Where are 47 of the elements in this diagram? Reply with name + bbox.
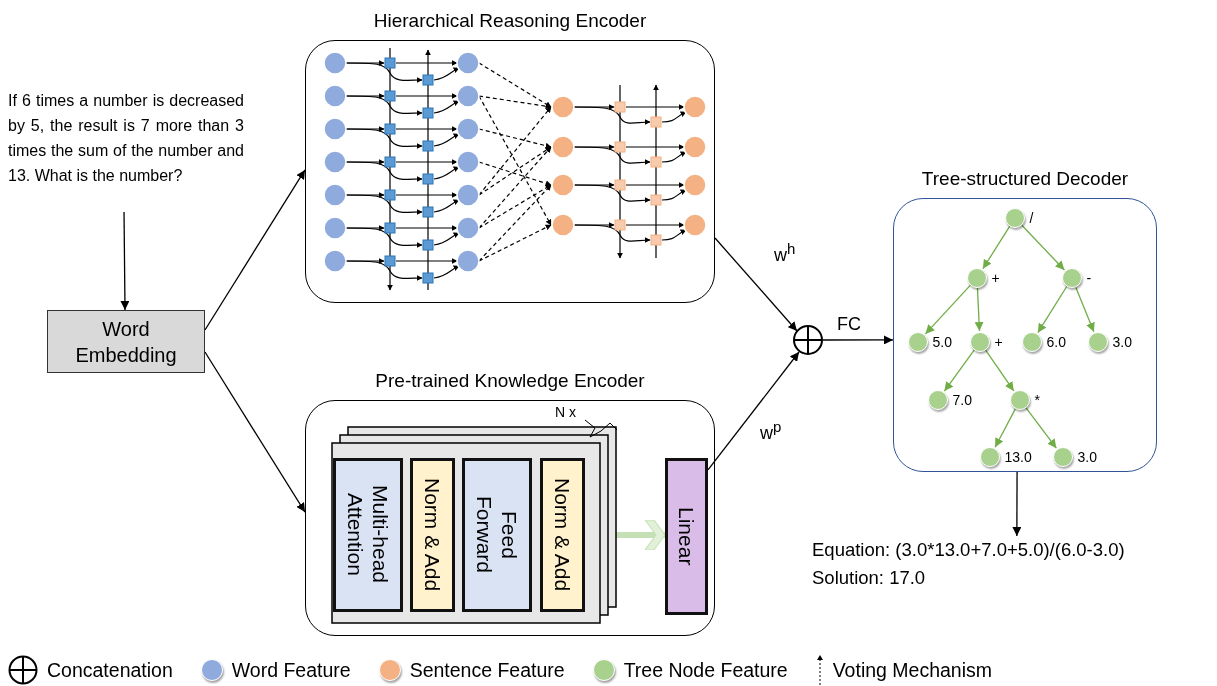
- embedding-box: Word Embedding: [47, 310, 205, 373]
- arrow: [1037, 285, 1068, 334]
- node-value: *: [1034, 391, 1040, 408]
- equation-text: Equation: (3.0*13.0+7.0+5.0)/(6.0-3.0): [812, 538, 1126, 562]
- section-title: Tree-structured Decoder: [921, 168, 1129, 190]
- arrow: [204, 351, 306, 513]
- node-value: 3.0: [1112, 333, 1132, 350]
- arrow: [985, 349, 1015, 392]
- arrow: [974, 287, 984, 332]
- legend-label: Sentence Feature: [409, 658, 565, 682]
- arrow: [1075, 286, 1095, 333]
- question-text: If 6 times a number is decreased by 5, the result is 7 more than 3 times the sum of the number and 13. What is the number?: [8, 88, 244, 212]
- node-value: -: [1086, 269, 1092, 286]
- node-value: 7.0: [952, 391, 972, 408]
- legend-label: Word Feature: [231, 658, 351, 682]
- arrow: [204, 169, 306, 331]
- legend-label: Voting Mechanism: [832, 658, 993, 682]
- solution-text: Solution: 17.0: [812, 566, 927, 590]
- arrow: [982, 225, 1011, 270]
- layer-block: Linear: [664, 457, 708, 615]
- node-value: +: [991, 269, 1000, 286]
- node-value: 6.0: [1046, 333, 1066, 350]
- arrow: [994, 408, 1016, 448]
- arrow: [714, 237, 798, 332]
- arrow: [1025, 407, 1058, 449]
- arrow: [120, 211, 130, 311]
- arrow: [943, 349, 975, 392]
- layer-block: Norm & Add: [409, 457, 455, 612]
- node-value: 13.0: [1004, 448, 1032, 465]
- legend-label: Tree Node Feature: [623, 658, 788, 682]
- legend-label: Concatenation: [47, 658, 173, 682]
- node-value: +: [994, 333, 1003, 350]
- node-value: 3.0: [1077, 448, 1097, 465]
- arrow: [707, 351, 800, 471]
- arrow: [1012, 471, 1022, 537]
- concatenation-symbol: [793, 325, 823, 355]
- layer-block: Multi-head Attention: [332, 457, 403, 612]
- arrow: [924, 284, 971, 335]
- node-value: /: [1029, 209, 1034, 226]
- layer-block: Norm & Add: [539, 457, 585, 612]
- layer-block: Feed Forward: [461, 457, 532, 612]
- arrow: [822, 335, 894, 345]
- arrow: [1021, 224, 1066, 271]
- repeat-label: N x: [555, 404, 576, 420]
- node-value: 5.0: [932, 333, 952, 350]
- section-title: Pre-trained Knowledge Encoder: [375, 370, 645, 392]
- section-title: Hierarchical Reasoning Encoder: [373, 10, 647, 32]
